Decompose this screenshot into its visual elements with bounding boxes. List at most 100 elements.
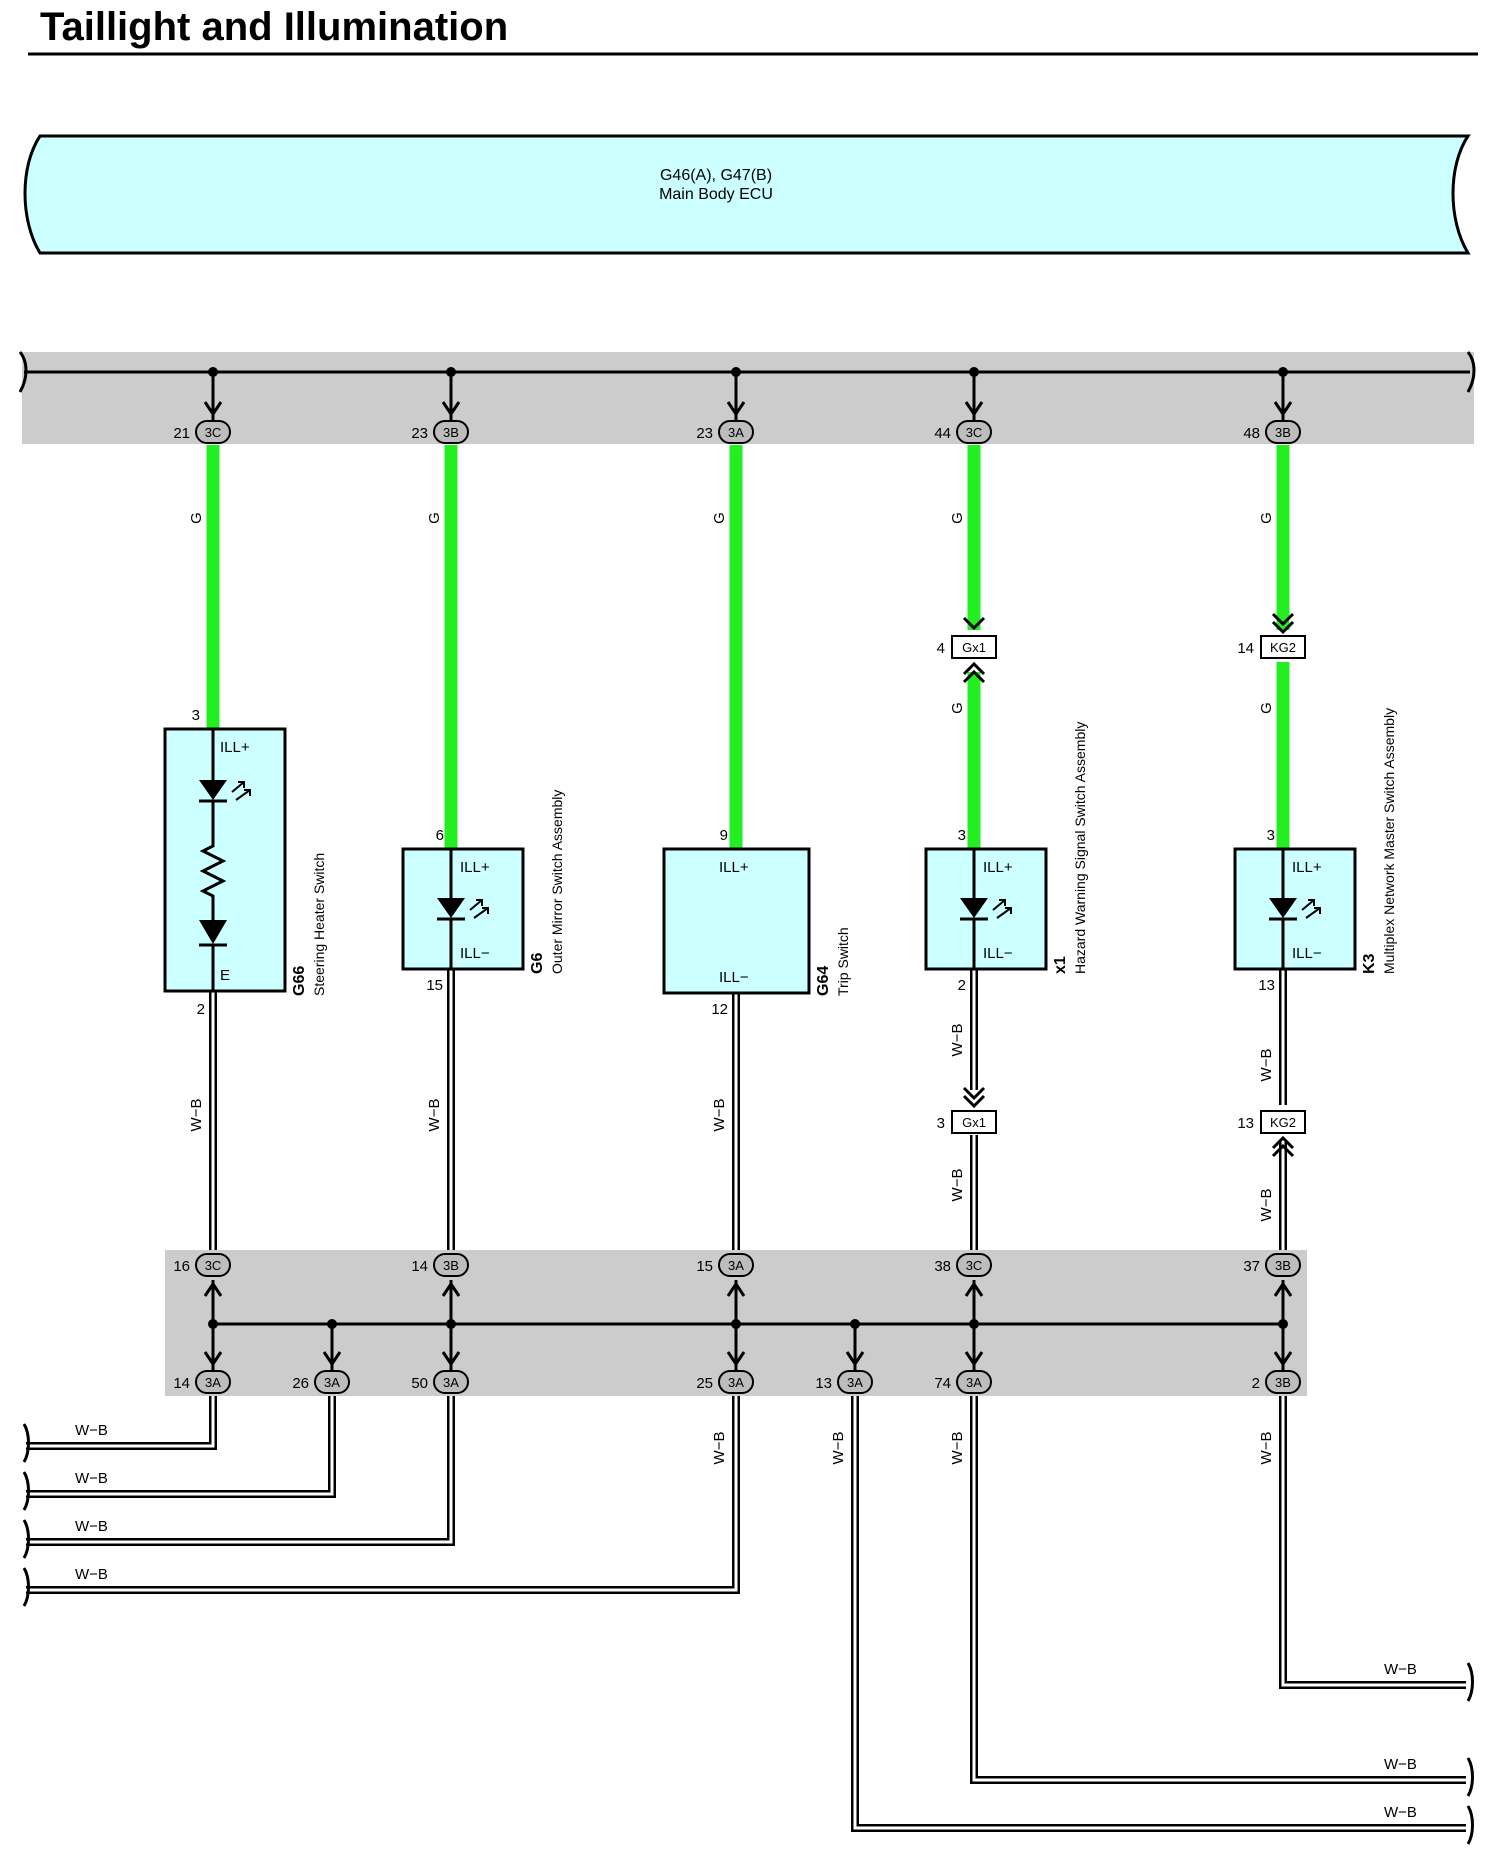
svg-text:x1: x1	[1052, 956, 1069, 974]
svg-text:ILL−: ILL−	[460, 945, 490, 962]
svg-text:KG2: KG2	[1270, 640, 1296, 655]
svg-text:G: G	[1258, 702, 1275, 714]
svg-text:W−B: W−B	[75, 1422, 108, 1439]
svg-text:Hazard Warning Signal Switch A: Hazard Warning Signal Switch Assembly	[1072, 722, 1088, 974]
svg-text:Gx1: Gx1	[962, 1115, 986, 1130]
svg-text:2: 2	[1252, 1375, 1260, 1392]
svg-text:3: 3	[958, 827, 966, 844]
svg-text:2: 2	[958, 977, 966, 994]
top-connector-23-3A: 3A 23	[696, 420, 754, 444]
ground-wire-labels: W−B W−B W−B W−B W−B W−B W−B W−B W−B W−B …	[75, 1024, 1417, 1821]
svg-text:3A: 3A	[728, 1375, 744, 1390]
svg-text:W−B: W−B	[188, 1099, 205, 1132]
svg-text:ILL−: ILL−	[719, 969, 749, 986]
svg-text:21: 21	[173, 425, 190, 442]
svg-text:ILL+: ILL+	[460, 859, 490, 876]
svg-text:ILL−: ILL−	[983, 945, 1013, 962]
svg-text:3C: 3C	[205, 1258, 222, 1273]
ecu-block	[23, 134, 1471, 255]
svg-text:W−B: W−B	[711, 1099, 728, 1132]
svg-text:37: 37	[1243, 1258, 1260, 1275]
svg-text:9: 9	[720, 827, 728, 844]
svg-text:W−B: W−B	[949, 1024, 966, 1057]
svg-text:3A: 3A	[728, 1258, 744, 1273]
led-icon	[437, 898, 465, 918]
svg-text:38: 38	[934, 1258, 951, 1275]
svg-text:ILL+: ILL+	[983, 859, 1013, 876]
svg-text:26: 26	[292, 1375, 309, 1392]
svg-text:4: 4	[937, 640, 945, 657]
svg-text:3: 3	[192, 707, 200, 724]
svg-text:2: 2	[197, 1001, 205, 1018]
svg-text:KG2: KG2	[1270, 1115, 1296, 1130]
inline-connector-kg2-top: KG2 14	[1237, 612, 1306, 659]
led-emission-icon	[992, 899, 1012, 919]
svg-text:3B: 3B	[1275, 1375, 1291, 1390]
component-x1: 3 ILL+ ILL− 2 x1 Hazard Warning Signal S…	[924, 722, 1088, 994]
ecu-name: Main Body ECU	[659, 186, 773, 203]
svg-text:3B: 3B	[1275, 425, 1291, 440]
svg-text:3: 3	[1267, 827, 1275, 844]
svg-text:13: 13	[815, 1375, 832, 1392]
svg-text:Steering Heater Switch: Steering Heater Switch	[311, 853, 327, 996]
led-emission-icon	[231, 781, 251, 801]
svg-text:E: E	[220, 967, 230, 984]
svg-text:3C: 3C	[966, 1258, 983, 1273]
svg-text:3A: 3A	[205, 1375, 221, 1390]
junction-upper-connectors: 3C 16 3B 14 3A 15 3C 38 3B 37	[173, 1253, 1301, 1297]
svg-text:W−B: W−B	[830, 1432, 847, 1465]
svg-text:W−B: W−B	[1258, 1049, 1275, 1082]
svg-text:W−B: W−B	[75, 1470, 108, 1487]
svg-text:14: 14	[411, 1258, 428, 1275]
svg-text:3B: 3B	[443, 425, 459, 440]
led-icon	[1269, 898, 1297, 918]
svg-text:W−B: W−B	[949, 1432, 966, 1465]
svg-text:W−B: W−B	[1258, 1189, 1275, 1222]
svg-text:23: 23	[696, 425, 713, 442]
ecu-code: G46(A), G47(B)	[660, 167, 772, 184]
svg-text:74: 74	[934, 1375, 951, 1392]
svg-text:ILL+: ILL+	[220, 739, 250, 756]
svg-text:W−B: W−B	[1384, 1756, 1417, 1773]
svg-text:15: 15	[696, 1258, 713, 1275]
svg-text:G: G	[426, 512, 443, 524]
svg-text:50: 50	[411, 1375, 428, 1392]
svg-text:23: 23	[411, 425, 428, 442]
svg-text:W−B: W−B	[1258, 1432, 1275, 1465]
page-title: Taillight and Illumination	[40, 5, 508, 49]
svg-text:3: 3	[937, 1115, 945, 1132]
svg-text:Trip Switch: Trip Switch	[835, 927, 851, 996]
svg-text:3B: 3B	[1275, 1258, 1291, 1273]
svg-text:W−B: W−B	[75, 1518, 108, 1535]
svg-text:3A: 3A	[324, 1375, 340, 1390]
led-emission-icon	[469, 899, 489, 919]
led-emission-icon	[1301, 899, 1321, 919]
svg-text:Multiplex Network Master Switc: Multiplex Network Master Switch Assembly	[1381, 708, 1397, 974]
component-g64: 9 ILL+ ILL− 12 G64 Trip Switch	[662, 827, 851, 1018]
top-connector-23-3B: 3B 23	[411, 420, 469, 444]
svg-text:3A: 3A	[728, 425, 744, 440]
svg-text:12: 12	[711, 1001, 728, 1018]
led-icon	[960, 898, 988, 918]
component-g6: 6 ILL+ ILL− 15 G6 Outer Mirror Switch As…	[401, 790, 565, 994]
ground-wires	[26, 966, 1466, 1832]
diode-icon	[199, 920, 227, 944]
inline-connector-gx1-bottom: Gx1 3	[937, 1086, 997, 1134]
svg-text:G: G	[949, 702, 966, 714]
svg-text:48: 48	[1243, 425, 1260, 442]
svg-text:14: 14	[173, 1375, 190, 1392]
top-bus-splices	[203, 367, 1293, 422]
svg-text:3C: 3C	[205, 425, 222, 440]
svg-text:3A: 3A	[847, 1375, 863, 1390]
svg-text:3B: 3B	[443, 1258, 459, 1273]
svg-text:ILL+: ILL+	[1292, 859, 1322, 876]
svg-text:3C: 3C	[966, 425, 983, 440]
junction-splices	[208, 1280, 1288, 1370]
top-bus-break-right	[1466, 351, 1476, 393]
output-breaks	[22, 1423, 1474, 1845]
svg-text:25: 25	[696, 1375, 713, 1392]
svg-text:ILL+: ILL+	[719, 859, 749, 876]
svg-text:W−B: W−B	[1384, 1804, 1417, 1821]
component-k3: 3 ILL+ ILL− 13 K3 Multiplex Network Mast…	[1233, 708, 1397, 994]
green-wire-labels: G G G G G G G	[188, 512, 1275, 714]
